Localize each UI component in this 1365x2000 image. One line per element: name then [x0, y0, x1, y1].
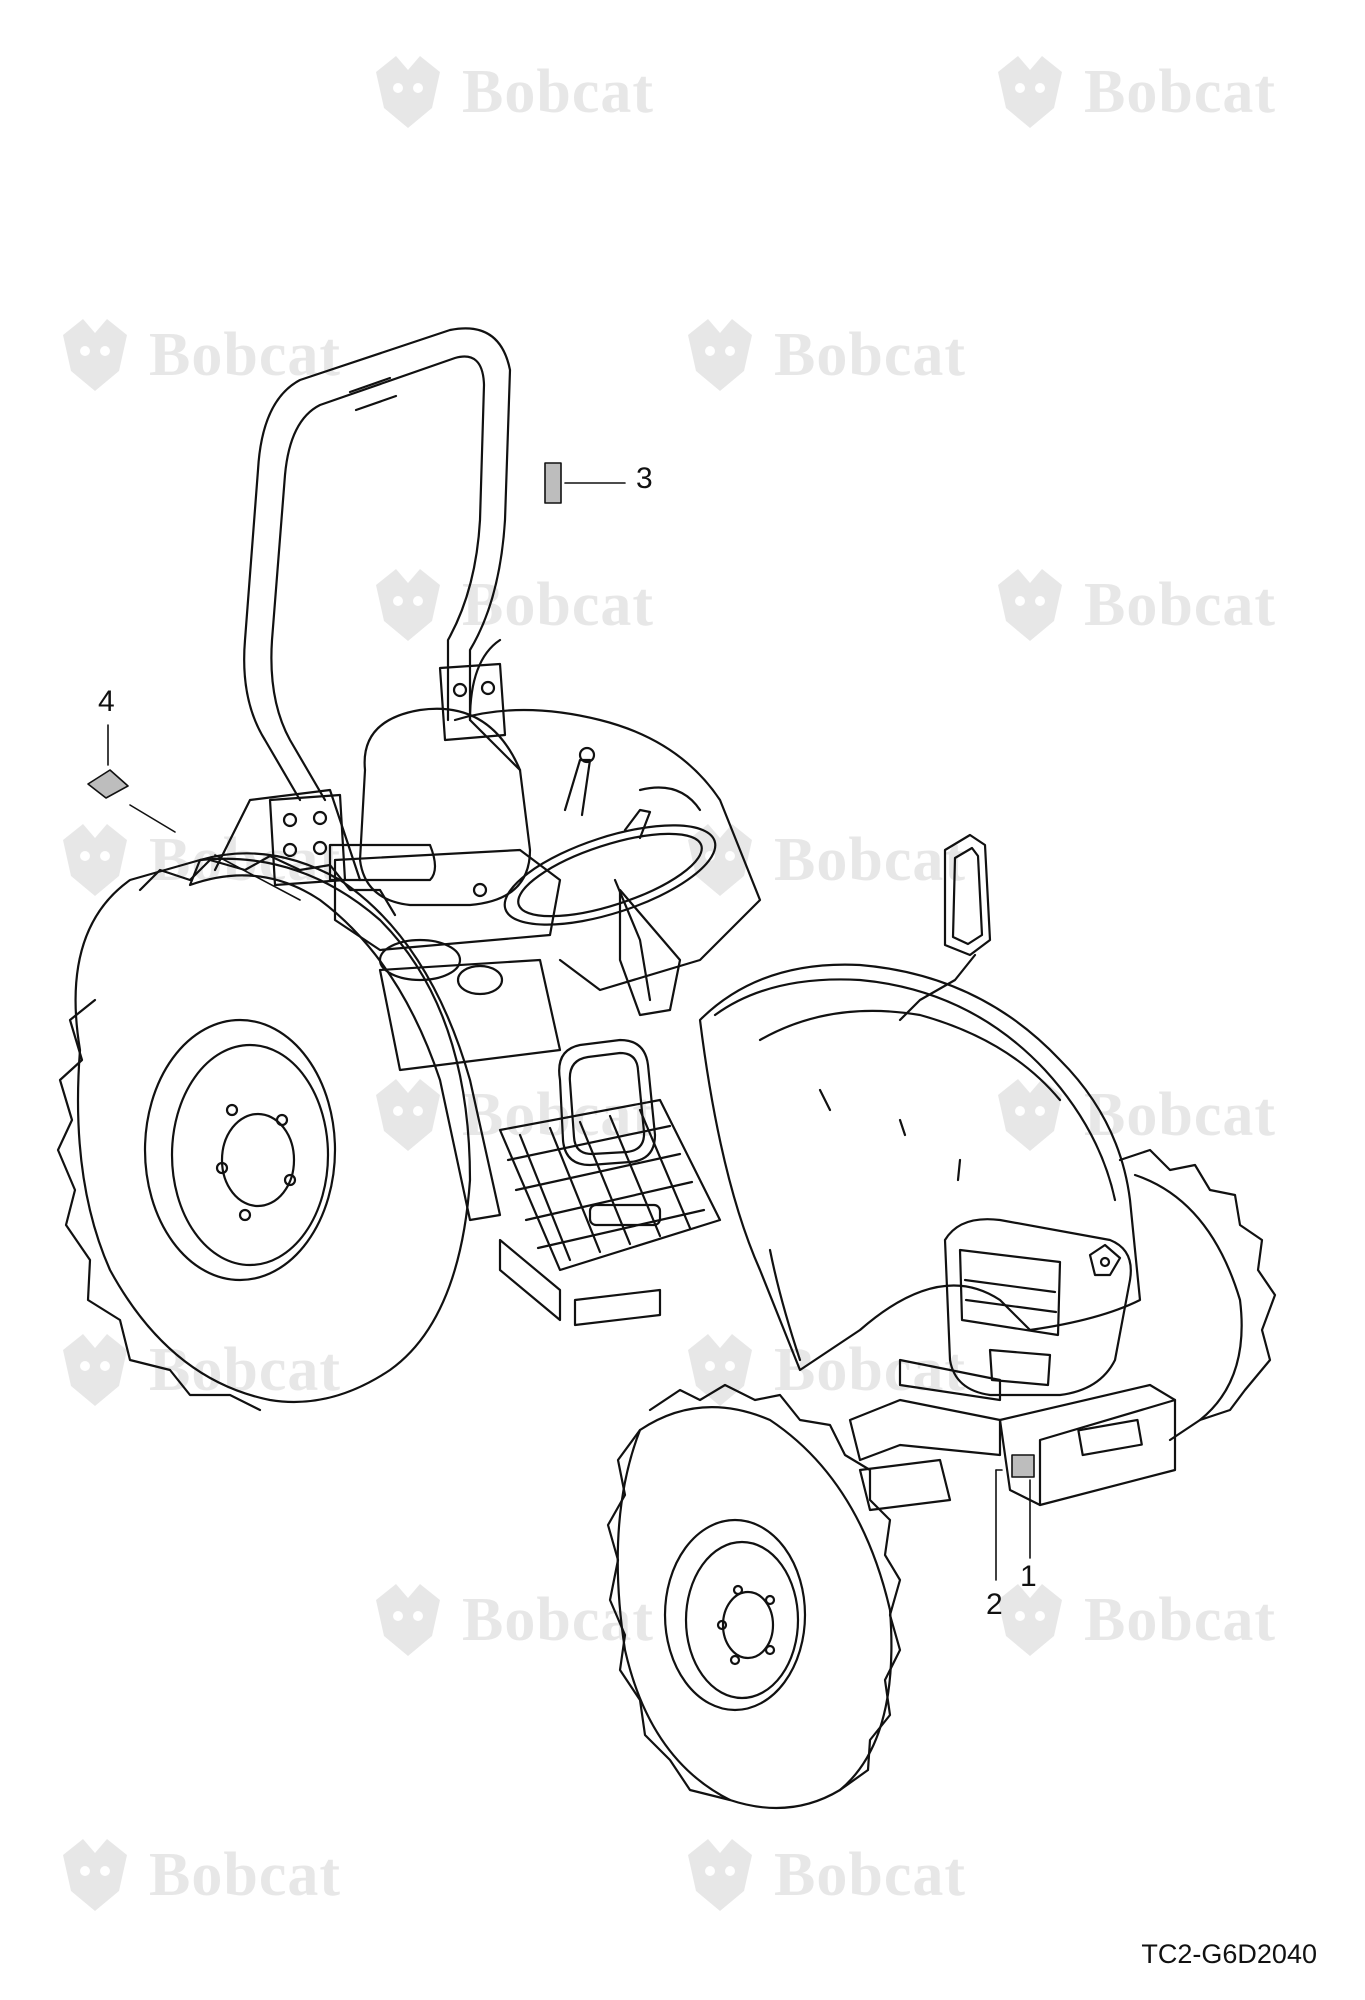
rear-tire	[56, 854, 472, 1412]
callout-2: 2	[986, 1588, 1003, 1621]
rear-deck	[378, 708, 762, 1072]
decal-4	[87, 724, 301, 901]
operator-seat	[328, 638, 562, 952]
front-grille	[898, 1218, 1132, 1402]
drawing-reference: TC2-G6D2040	[1141, 1939, 1317, 1969]
right-mirror	[898, 833, 992, 1022]
left-mirror	[558, 1038, 657, 1167]
front-tire	[606, 1383, 902, 1810]
callout-4: 4	[98, 685, 115, 718]
decal-3	[544, 462, 626, 504]
steering-wheel	[503, 746, 717, 1017]
right-rear-tire	[1118, 1148, 1277, 1442]
callout-1: 1	[1020, 1560, 1037, 1593]
front-axle	[848, 1383, 1177, 1512]
callout-3: 3	[636, 462, 653, 495]
engine-hood	[698, 963, 1142, 1372]
rear-fender	[188, 788, 502, 1222]
decal-1-2	[995, 1454, 1035, 1581]
floor-platform	[498, 1098, 722, 1327]
rops-roll-bar	[243, 327, 512, 887]
